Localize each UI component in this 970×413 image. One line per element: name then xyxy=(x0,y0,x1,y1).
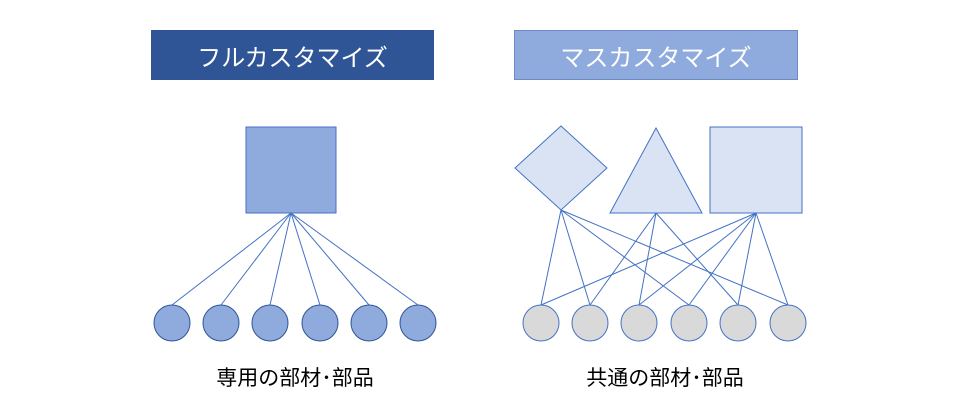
mass-customize-label: マスカスタマイズ xyxy=(514,30,798,80)
full-dedicated-parts xyxy=(153,304,437,342)
mass-part-5 xyxy=(719,304,757,342)
full-part-5 xyxy=(350,304,388,342)
full-line-4 xyxy=(290,212,321,306)
full-line-1 xyxy=(171,212,292,306)
full-connection-lines xyxy=(171,212,419,306)
full-part-6 xyxy=(399,304,437,342)
full-part-4 xyxy=(301,304,339,342)
mass-line-8 xyxy=(540,212,757,306)
full-line-3 xyxy=(269,212,292,306)
mass-line-12 xyxy=(755,212,789,306)
full-part-3 xyxy=(251,304,289,342)
mass-common-parts xyxy=(522,304,807,342)
mass-part-1 xyxy=(522,304,560,342)
mass-customize-title: マスカスタマイズ xyxy=(560,43,752,72)
full-customize-label: フルカスタマイズ xyxy=(151,30,434,80)
mass-part-4 xyxy=(670,304,708,342)
mass-line-2 xyxy=(560,209,591,306)
mass-connection-lines xyxy=(540,209,789,306)
full-part-1 xyxy=(153,304,191,342)
mass-part-6 xyxy=(769,304,807,342)
full-parts-caption: 専用の部材･部品 xyxy=(216,366,374,390)
mass-part-3 xyxy=(620,304,658,342)
full-line-2 xyxy=(220,212,292,306)
full-line-6 xyxy=(290,212,419,306)
mass-line-5 xyxy=(589,212,657,306)
mass-line-9 xyxy=(638,212,757,306)
mass-line-3 xyxy=(560,209,690,306)
mass-parts-caption: 共通の部材･部品 xyxy=(586,366,744,390)
mass-line-4 xyxy=(560,209,789,306)
mass-product-triangle xyxy=(609,126,703,214)
full-part-2 xyxy=(202,304,240,342)
mass-line-10 xyxy=(688,212,757,306)
mass-part-2 xyxy=(571,304,609,342)
mass-line-11 xyxy=(737,212,757,306)
full-customize-title: フルカスタマイズ xyxy=(197,43,388,72)
full-line-5 xyxy=(290,212,370,306)
mass-product-square xyxy=(709,126,803,214)
mass-line-1 xyxy=(540,209,562,306)
full-product-square xyxy=(245,126,337,214)
mass-product-diamond xyxy=(514,125,608,211)
